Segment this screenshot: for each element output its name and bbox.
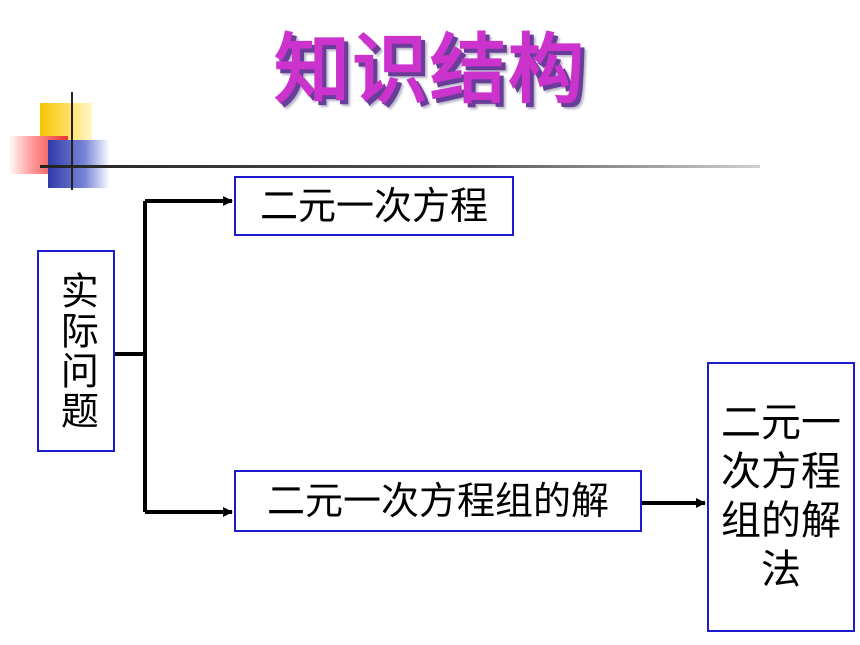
node-bottom: 二元一次方程组的解 xyxy=(234,470,642,532)
node-top: 二元一次方程 xyxy=(234,176,514,236)
node-source: 实际问题 xyxy=(37,250,115,452)
decor-blue-block xyxy=(48,140,110,188)
node-result: 二元一次方程组的解法 xyxy=(707,362,855,632)
page-title: 知识结构 xyxy=(274,25,586,114)
decor-vertical-rule xyxy=(71,92,73,190)
node-result-label: 二元一次方程组的解法 xyxy=(721,400,841,593)
decor-horizontal-rule xyxy=(40,165,760,168)
